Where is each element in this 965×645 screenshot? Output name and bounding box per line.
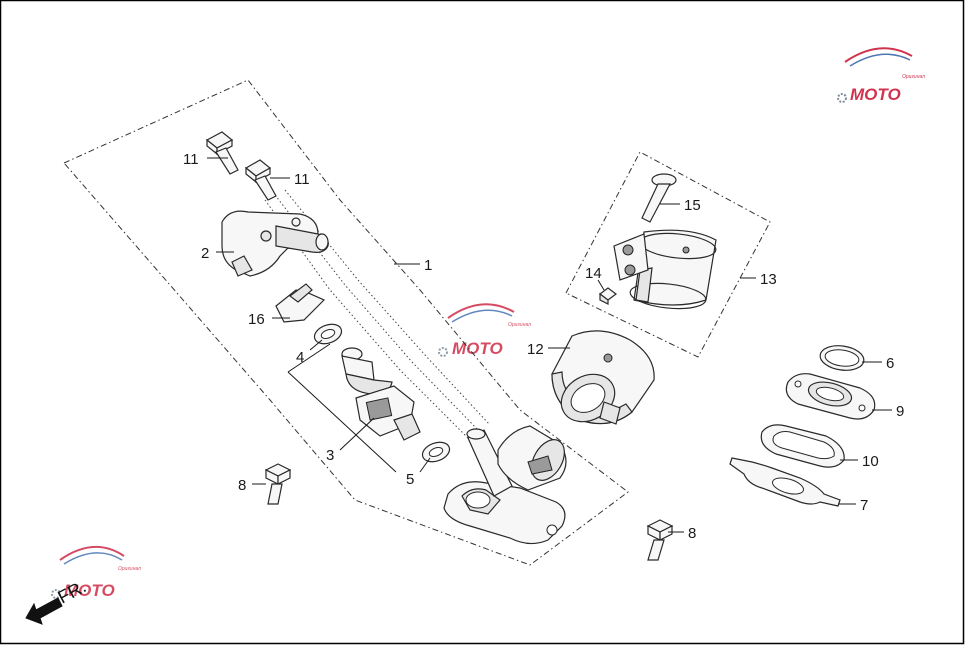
oring-5 [421,441,451,463]
bolt-11-a [205,131,239,175]
watermark-center: MOTO Оригинал [438,303,531,358]
callout-11-a: 11 [183,151,199,168]
assembly-line [264,199,471,441]
callout-5: 5 [406,471,414,488]
intake-manifold-1 [443,425,567,545]
watermark-bottom-left: MOTO Оригинал [51,545,141,600]
leader-lines [207,157,892,533]
watermark-top-right: MOTO Оригинал [837,47,925,104]
assembly-line [284,189,491,426]
insulator-7 [729,457,841,507]
arrow-icon [25,597,63,625]
spacer-9 [785,373,876,420]
throttle-boot-12 [551,330,655,425]
fuel-connector-2 [221,210,329,277]
callout-4: 4 [296,349,304,366]
watermark-sub: Оригинал [508,322,531,328]
group-outline-1 [63,79,629,566]
clip-16 [275,283,326,323]
seal-ring-6 [819,345,865,371]
callout-13: 13 [760,271,777,288]
oring-4 [313,323,343,345]
callout-9: 9 [896,403,904,420]
gasket-10 [760,424,845,468]
watermark-brand: MOTO [452,339,503,358]
clamp-screw-housing [613,233,649,281]
callout-10: 10 [862,453,879,470]
watermark-brand: MOTO [64,581,115,600]
callout-12: 12 [527,341,544,358]
callout-16: 16 [248,311,265,328]
bolt-11-b [244,159,277,201]
callout-3: 3 [326,447,334,464]
callout-8-left: 8 [238,477,246,494]
watermark-brand: MOTO [850,85,901,104]
group-outline-13 [565,151,771,358]
watermark-sub: Оригинал [902,74,925,80]
screw-15 [641,173,677,223]
front-direction-arrow: FR. [25,576,89,625]
callout-11-b: 11 [294,171,310,188]
callout-14: 14 [585,265,602,282]
callout-15: 15 [684,197,701,214]
callout-8-right: 8 [688,525,696,542]
bolt-8-right [646,519,674,561]
watermark-sub: Оригинал [118,566,141,572]
nut-14 [599,287,617,305]
bolt-8-left [264,463,292,505]
callout-1: 1 [424,257,432,274]
callout-2: 2 [201,245,209,262]
clamp-13 [629,229,717,310]
injector-3 [341,347,421,441]
callout-6: 6 [886,355,894,372]
callout-7: 7 [860,497,868,514]
